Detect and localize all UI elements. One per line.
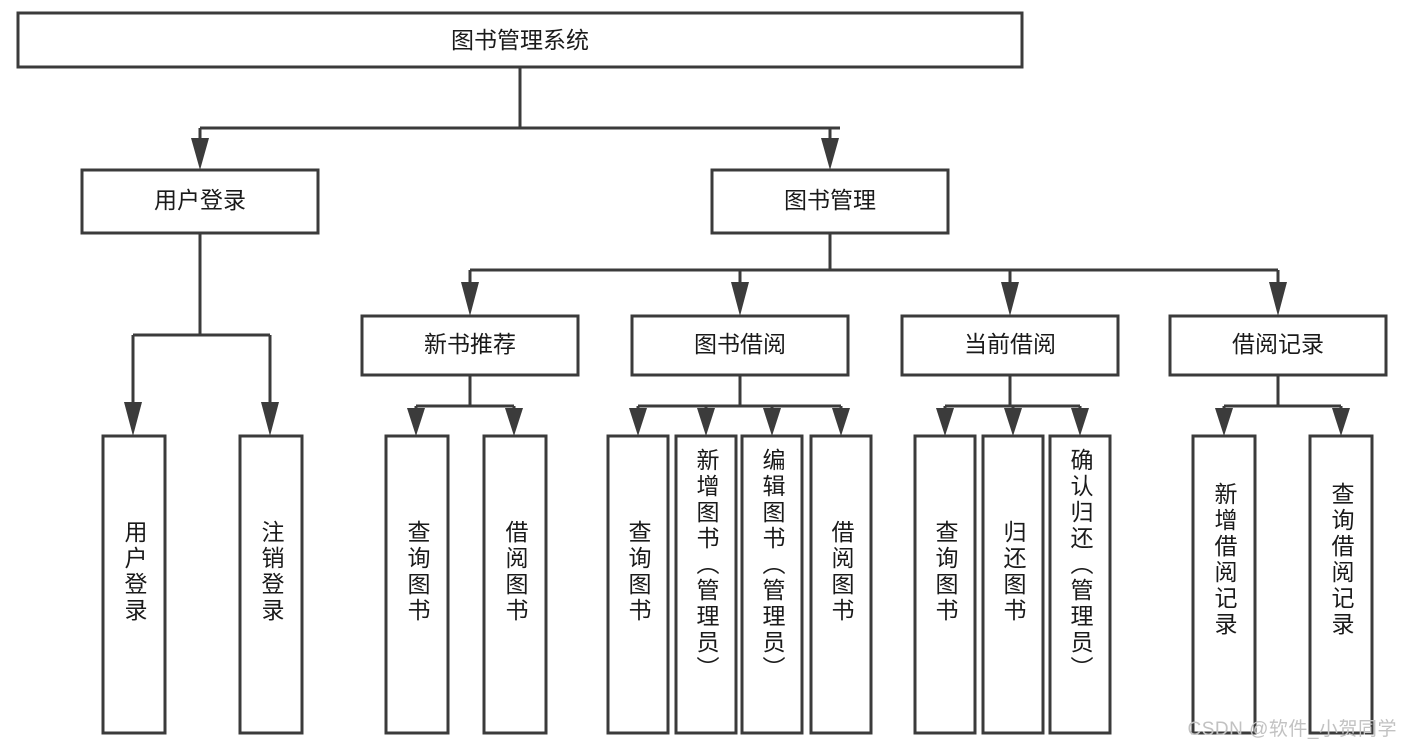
node-new-book-recommend-box[interactable] — [360, 314, 580, 377]
node-current-borrow-label: 当前借阅 — [964, 331, 1056, 357]
node-user-login[interactable]: 用户登录 — [80, 168, 320, 235]
node-current-borrow[interactable]: 当前借阅 — [900, 314, 1120, 377]
node-root-box[interactable] — [16, 11, 1024, 69]
arrow-to-leaf-borrow-book-1 — [505, 408, 523, 436]
arrow-to-user-login — [191, 138, 209, 170]
leaf-query-record-box[interactable] — [1308, 434, 1374, 735]
node-user-login-label: 用户登录 — [154, 187, 246, 213]
node-borrow-record-label: 借阅记录 — [1232, 331, 1324, 357]
leaf-add-record-box[interactable] — [1191, 434, 1257, 735]
leaf-query-book-2-box[interactable] — [606, 434, 670, 735]
arrow-to-leaf-return-book — [1004, 408, 1022, 436]
arrow-to-leaf-confirm-return — [1071, 408, 1089, 436]
leaf-confirm-return-box[interactable] — [1048, 434, 1112, 735]
leaf-return-book-box[interactable] — [981, 434, 1045, 735]
connector-root-to-level2 — [191, 67, 840, 170]
csdn-watermark: CSDN @软件_小贺同学 — [1187, 719, 1397, 740]
node-root-label: 图书管理系统 — [451, 27, 589, 53]
arrow-to-leaf-borrow-book-2 — [832, 408, 850, 436]
arrow-to-current-borrow — [1001, 282, 1019, 316]
arrow-to-leaf-logout — [261, 402, 279, 436]
arrow-to-leaf-user-login — [124, 402, 142, 436]
leaf-add-book-box[interactable] — [674, 434, 738, 735]
leaf-logout-box[interactable] — [238, 434, 304, 735]
connector-book-borrow-to-leaves — [629, 375, 850, 436]
leaf-edit-book-box[interactable] — [740, 434, 804, 735]
leaf-query-book-3-box[interactable] — [913, 434, 977, 735]
leaf-boxes — [101, 434, 1374, 735]
node-book-borrow-label: 图书借阅 — [694, 331, 786, 357]
arrow-to-leaf-query-book-1 — [407, 408, 425, 436]
node-new-book-recommend-label: 新书推荐 — [424, 331, 516, 357]
node-book-manage-label: 图书管理 — [784, 187, 876, 213]
arrow-to-new-book-recommend — [461, 282, 479, 316]
node-user-login-box[interactable] — [80, 168, 320, 235]
arrow-to-leaf-add-record — [1215, 408, 1233, 436]
arrow-to-borrow-record — [1269, 282, 1287, 316]
node-book-manage-box[interactable] — [710, 168, 950, 235]
node-borrow-record[interactable]: 借阅记录 — [1168, 314, 1388, 377]
leaf-borrow-book-2-box[interactable] — [809, 434, 873, 735]
arrow-to-book-manage — [821, 138, 839, 170]
arrow-to-leaf-query-record — [1332, 408, 1350, 436]
node-new-book-recommend[interactable]: 新书推荐 — [360, 314, 580, 377]
node-book-borrow[interactable]: 图书借阅 — [630, 314, 850, 377]
node-current-borrow-box[interactable] — [900, 314, 1120, 377]
leaf-user-login-box[interactable] — [101, 434, 167, 735]
arrow-to-leaf-add-book — [697, 408, 715, 436]
node-book-borrow-box[interactable] — [630, 314, 850, 377]
leaf-borrow-book-1-box[interactable] — [482, 434, 548, 735]
node-borrow-record-box[interactable] — [1168, 314, 1388, 377]
arrow-to-book-borrow — [731, 282, 749, 316]
connector-current-borrow-to-leaves — [936, 375, 1089, 436]
node-book-manage[interactable]: 图书管理 — [710, 168, 950, 235]
arrow-to-leaf-edit-book — [763, 408, 781, 436]
connector-user-login-to-leaves — [124, 233, 279, 436]
connector-new-book-recommend-to-leaves — [407, 375, 523, 436]
node-root[interactable]: 图书管理系统 — [16, 11, 1024, 69]
connector-book-manage-to-level3 — [461, 233, 1287, 316]
arrow-to-leaf-query-book-2 — [629, 408, 647, 436]
arrow-to-leaf-query-book-3 — [936, 408, 954, 436]
connector-borrow-record-to-leaves — [1215, 375, 1350, 436]
leaf-query-book-1-box[interactable] — [384, 434, 450, 735]
